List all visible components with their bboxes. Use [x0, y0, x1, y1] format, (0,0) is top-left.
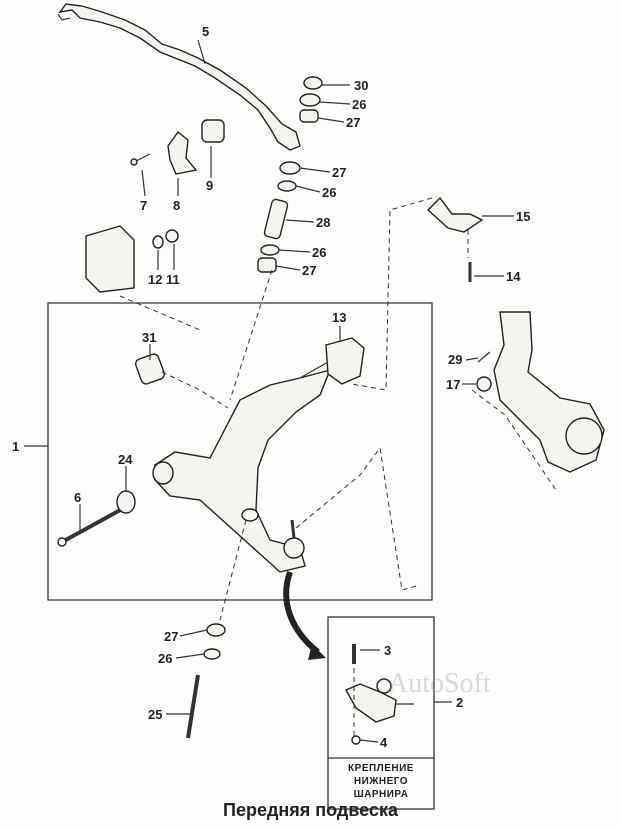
bushing-27-mid: [279, 161, 301, 175]
washer-26-top: [299, 93, 321, 107]
bolt-25: [186, 674, 200, 739]
bushing-9: [201, 119, 225, 143]
callout-9: 9: [206, 178, 213, 193]
washer-26-mid: [277, 180, 297, 192]
clamp-8: [167, 130, 198, 175]
leader-27d: [179, 629, 208, 637]
nut-17: [476, 376, 492, 392]
callout-24: 24: [118, 452, 133, 467]
inset-arrow: [283, 570, 320, 655]
callout-27a: 27: [346, 115, 360, 130]
inset-frame: [327, 616, 435, 810]
dash-joint-knuckle: [295, 446, 421, 591]
inset-note: КРЕПЛЕНИЕ НИЖНЕГО ШАРНИРА: [330, 762, 432, 801]
dash-bracket-frame: [119, 295, 201, 331]
lower-arm-frame: [47, 302, 433, 601]
leader-26a: [319, 101, 351, 105]
washer-12: [152, 235, 164, 249]
callout-2: 2: [456, 695, 463, 710]
callout-27b: 27: [332, 165, 346, 180]
leader-29: [465, 357, 479, 361]
callout-13: 13: [332, 310, 346, 325]
callout-26d: 26: [158, 651, 172, 666]
leader-26d: [175, 653, 205, 659]
callout-4: 4: [380, 735, 388, 750]
callout-3: 3: [384, 643, 391, 658]
rear-bushing-shaft: [299, 361, 329, 379]
bracket-15: [426, 196, 484, 233]
pin-29: [477, 351, 491, 363]
spacer-28: [263, 198, 289, 240]
leader-27b: [299, 167, 331, 173]
arm-front-eye: [152, 461, 174, 485]
callout-5: 5: [202, 24, 209, 39]
inset-joint-ball: [376, 678, 392, 694]
callout-26c: 26: [312, 245, 326, 260]
front-bushing-31: [134, 353, 166, 385]
callout-27d: 27: [164, 629, 178, 644]
leader-7: [141, 169, 146, 197]
callout-26b: 26: [322, 185, 336, 200]
bolt-7-head: [130, 158, 138, 166]
bushing-27-bottom: [206, 623, 226, 637]
nut-11: [165, 229, 179, 243]
callout-6: 6: [74, 490, 81, 505]
stabilizer-bar: [58, 3, 301, 151]
leader-28: [285, 219, 315, 223]
washer-26-low: [260, 244, 280, 256]
inset-arrowhead: [308, 644, 326, 660]
leader-26c: [278, 249, 311, 253]
callout-8: 8: [173, 198, 180, 213]
watermark: AutoSoft: [388, 668, 491, 699]
lower-control-arm: [154, 368, 332, 573]
callout-29: 29: [448, 352, 462, 367]
inset-ball-joint: [345, 683, 397, 723]
washer-26-bottom: [203, 648, 221, 660]
leader-5: [197, 39, 206, 65]
callout-26a: 26: [352, 97, 366, 112]
ball-joint-stud: [290, 519, 296, 539]
arm-link-hole: [241, 508, 259, 522]
dash-nut-knuckle: [471, 389, 557, 491]
mount-bracket: [85, 225, 135, 293]
bolt-6: [61, 506, 125, 544]
dash-link-arm: [229, 269, 273, 401]
leader-27a: [317, 117, 345, 123]
callout-27c: 27: [302, 263, 316, 278]
callout-12: 12: [148, 272, 162, 287]
ball-joint: [283, 537, 305, 559]
washer-24: [116, 490, 136, 514]
callout-11: 11: [166, 272, 180, 287]
inset-note-line-1: КРЕПЛЕНИЕ: [348, 763, 414, 774]
nut-4: [351, 735, 361, 745]
inset-note-line-3: ШАРНИРА: [353, 789, 409, 800]
callout-31: 31: [142, 330, 156, 345]
callout-17: 17: [446, 377, 460, 392]
rear-bushing-13: [325, 337, 365, 385]
callout-30: 30: [354, 78, 368, 93]
bolt-6-head: [57, 537, 67, 547]
callout-28: 28: [316, 215, 330, 230]
leader-26b: [295, 185, 321, 193]
dash-front-bushing: [161, 371, 229, 409]
leader-4: [359, 739, 379, 743]
callout-14: 14: [506, 269, 521, 284]
inset-note-line-2: НИЖНЕГО: [353, 776, 409, 787]
bar-end-bend: [57, 13, 71, 21]
bushing-27-low: [257, 257, 277, 273]
callout-1: 1: [12, 439, 19, 454]
nut-30: [303, 76, 323, 90]
callout-15: 15: [516, 209, 530, 224]
leader-27c: [275, 265, 301, 271]
dash-bracket-bushing: [351, 197, 433, 391]
diagram-title: Передняя подвеска: [223, 800, 398, 820]
callout-25: 25: [148, 707, 162, 722]
hub-bore: [565, 417, 603, 455]
bushing-27-top: [299, 109, 319, 123]
callout-7: 7: [140, 198, 147, 213]
